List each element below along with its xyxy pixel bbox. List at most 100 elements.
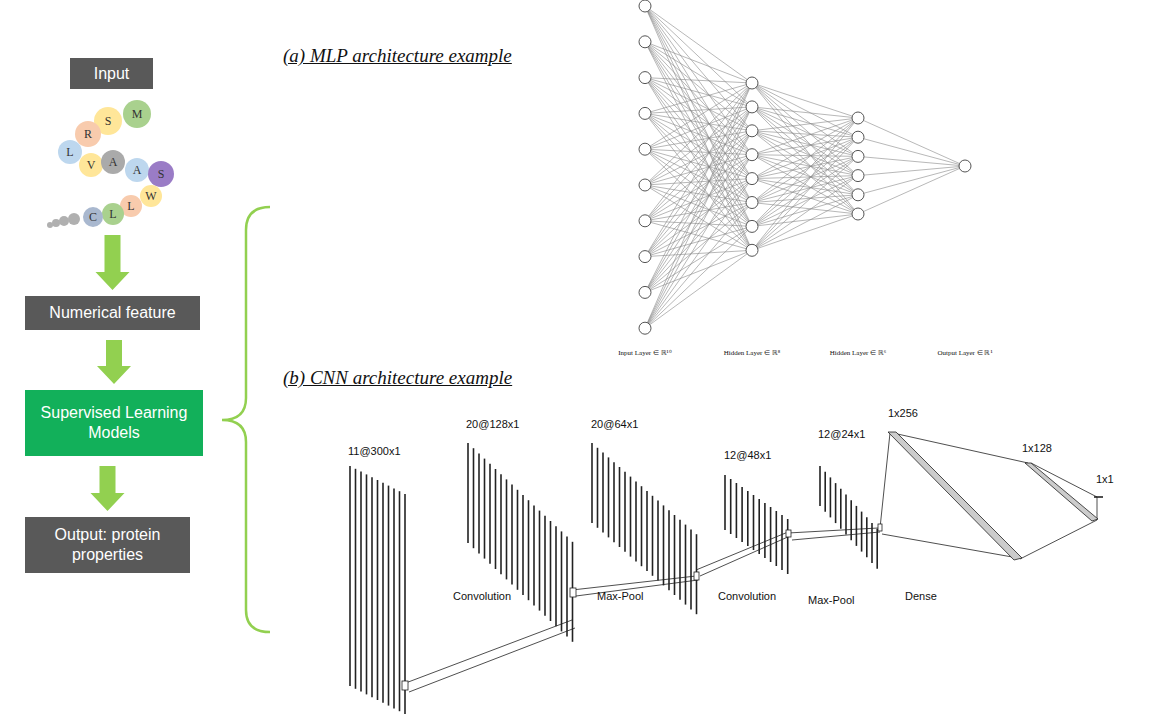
feature-map [360,472,362,692]
kernel-window [786,530,791,537]
feature-map [871,523,873,563]
neuron [639,179,651,191]
feature-map [764,503,766,558]
weight-line [752,195,858,203]
weight-line [752,195,858,227]
neuron [746,125,758,137]
feature-map [506,479,508,579]
weight-line [645,6,752,250]
feature-map [876,529,878,569]
weight-line [645,107,752,328]
weight-line [752,155,858,157]
weight-line [752,156,858,250]
residue-letter: C [89,210,97,225]
feature-map [753,495,755,550]
weight-line [645,78,752,155]
weight-line [752,83,858,118]
weight-line [645,6,752,179]
dense-layer [888,432,1022,560]
feature-map [741,487,743,542]
neuron [852,150,864,162]
weight-line [645,83,752,257]
kernel-window [878,524,882,531]
weight-line [645,78,752,131]
box-label: Numerical feature [49,303,175,323]
weight-line [752,137,858,155]
layer-label: Input Layer ∈ ℝ¹⁰ [618,349,671,357]
weight-line [645,6,752,203]
feature-map [522,495,524,595]
weight-line [858,166,965,214]
neuron [639,107,651,119]
feature-map [561,531,563,631]
mlp-network [639,0,971,334]
flow-arrow [97,340,131,384]
weight-line [645,42,752,251]
neuron [852,170,864,182]
neuron [746,77,758,89]
projection-line [403,620,572,684]
weight-line [645,107,752,149]
feature-map [473,448,475,548]
amino-acid-bead: L [58,140,82,164]
feature-map [724,475,726,530]
feature-map [393,488,395,708]
weight-line [645,42,752,131]
feature-map [646,491,648,571]
weight-line [752,195,858,251]
feature-map [663,505,665,585]
neuron [639,286,651,298]
feature-map [382,483,384,703]
residue-letter: M [132,107,143,122]
weight-line [752,156,858,226]
weight-line [645,131,752,185]
neuron [639,251,651,263]
feature-map [835,483,837,523]
operation-label: Convolution [453,590,511,602]
amino-acid-bead: A [101,150,125,174]
projection-line [696,532,788,570]
feature-map [613,462,615,542]
weight-line [645,131,752,293]
weight-line [645,250,752,292]
shape-label: 1x1 [1096,473,1114,485]
amino-acid-bead: L [102,203,124,225]
weight-line [752,137,858,250]
weight-line [752,137,858,202]
feature-map [608,457,610,537]
projection-line [700,536,790,576]
feature-map [845,495,847,535]
process-box: Numerical feature [25,296,200,330]
weight-line [752,83,858,176]
weight-line [752,107,858,118]
feature-map [349,466,351,686]
shape-label: 20@128x1 [466,418,519,430]
feature-map [388,486,390,706]
feature-map [730,479,732,534]
operation-label: Convolution [718,590,776,602]
weight-line [858,156,965,166]
feature-map [641,486,643,566]
feature-map [679,520,681,600]
weight-line [645,226,752,328]
feature-map [824,472,826,512]
weight-line [645,83,752,149]
cnn-network [350,432,1103,714]
operation-label: Dense [905,590,937,602]
feature-map [770,507,772,562]
weight-line [752,83,858,195]
weight-line [645,250,752,328]
feature-map [856,506,858,546]
feature-map [550,521,552,621]
weight-line [645,179,752,293]
amino-acid-bead: W [140,185,162,207]
residue-letter: L [109,207,116,222]
amino-acid-bead: C [83,207,103,227]
feature-map [781,515,783,570]
projection-line [880,433,890,528]
weight-line [645,42,752,203]
feature-map [528,500,530,600]
feature-map [478,453,480,553]
neuron [852,208,864,220]
weight-line [645,107,752,185]
